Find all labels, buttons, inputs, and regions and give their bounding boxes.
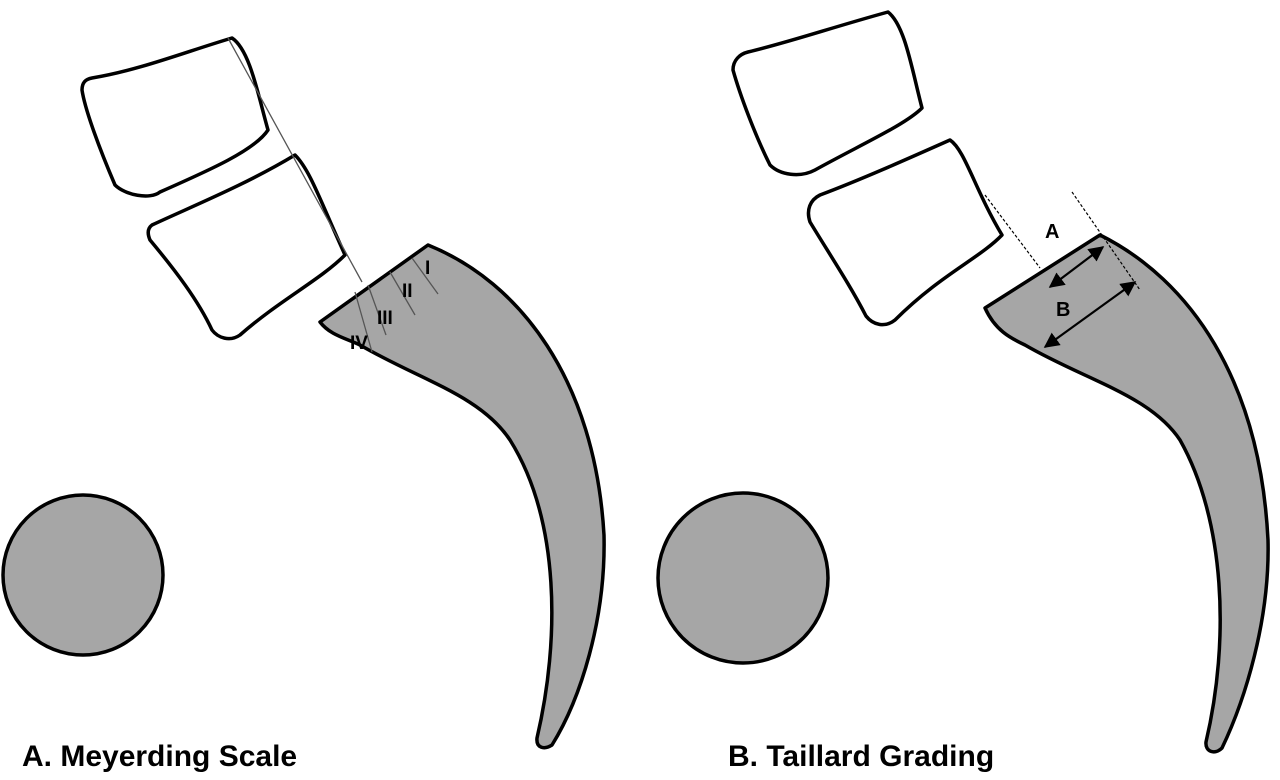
sacrum-a [318,243,606,750]
posterior-dashed-line-b [984,194,1041,269]
upper-vertebra-a [80,36,270,198]
upper-vertebra-b [731,10,924,177]
grade-divider-1 [411,257,439,295]
lower-vertebra-b [806,138,1004,327]
grade-divider-2 [389,271,416,316]
grade-label-iv: IV [350,333,368,354]
posterior-reference-line-a [227,37,363,283]
measurement-label-a: A [1045,221,1059,243]
panel-a: I II III IV [1,36,606,750]
panel-a-caption: A. Meyerding Scale [22,740,298,773]
panel-b-caption: B. Taillard Grading [728,740,995,773]
panel-b: A B [656,10,1270,754]
grade-divider-4 [354,291,373,353]
lower-vertebra-a [146,153,347,341]
femoral-head-b [656,491,830,665]
grade-label-iii: III [377,308,393,329]
grade-label-ii: II [402,281,413,302]
measurement-arrow-b [1043,281,1137,348]
sacrum-b [983,233,1270,754]
measurement-arrow-a [1048,246,1105,288]
femoral-head-a [1,493,165,657]
grade-label-i: I [425,258,430,279]
measurement-label-b: B [1056,299,1070,321]
grade-divider-3 [367,284,387,336]
